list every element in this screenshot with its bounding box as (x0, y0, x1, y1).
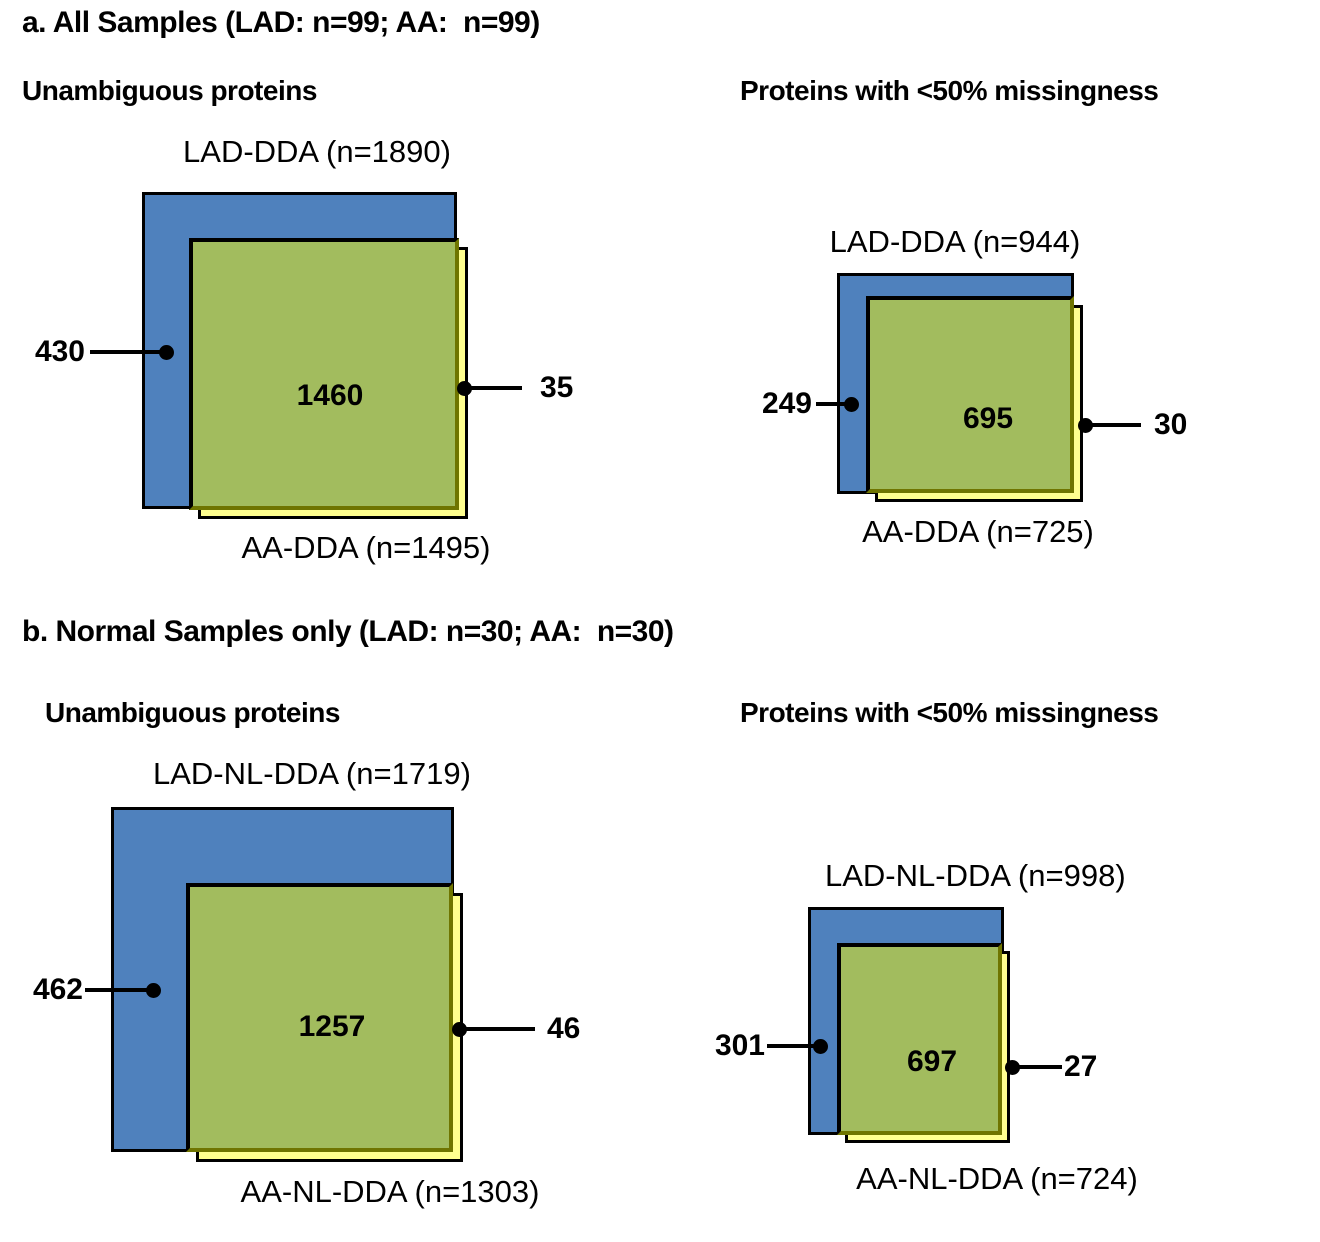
lad-set-label: LAD-NL-DDA (n=998) (825, 858, 1126, 893)
lad-set-label: LAD-DDA (n=1890) (183, 134, 451, 169)
overlap-rect (837, 943, 1002, 1135)
lad-only-count: 462 (32, 973, 83, 1006)
overlap-count: 695 (962, 402, 1014, 435)
callout-line (85, 988, 153, 992)
overlap-rect (866, 296, 1074, 493)
panel-b-title: b. Normal Samples only (LAD: n=30; AA: n… (22, 615, 674, 648)
callout-line (816, 402, 852, 406)
lad-only-count: 249 (761, 387, 812, 420)
aa-only-count: 46 (547, 1012, 581, 1045)
callout-dot (1005, 1060, 1020, 1075)
aa-only-count: 27 (1064, 1050, 1098, 1083)
lad-only-count: 301 (714, 1029, 765, 1062)
lad-set-label: LAD-NL-DDA (n=1719) (153, 756, 471, 791)
overlap-count: 697 (906, 1045, 958, 1078)
lad-only-count: 430 (34, 335, 85, 368)
callout-line (1012, 1065, 1062, 1069)
overlap-count: 1460 (296, 379, 364, 412)
callout-line (90, 350, 162, 354)
aa-only-count: 30 (1154, 408, 1188, 441)
overlap-rect (186, 883, 453, 1152)
aa-set-label: AA-DDA (n=725) (862, 514, 1094, 549)
subheading-a-unambiguous: Unambiguous proteins (22, 75, 317, 106)
callout-dot (813, 1039, 828, 1054)
subheading-b-missingness: Proteins with <50% missingness (740, 697, 1159, 728)
lad-set-label: LAD-DDA (n=944) (829, 224, 1081, 259)
callout-line (1085, 423, 1141, 427)
aa-only-count: 35 (540, 371, 574, 404)
aa-set-label: AA-NL-DDA (n=1303) (240, 1174, 540, 1209)
aa-set-label: AA-NL-DDA (n=724) (856, 1161, 1138, 1196)
callout-dot (159, 345, 174, 360)
callout-dot (844, 397, 859, 412)
panel-a-title: a. All Samples (LAD: n=99; AA: n=99) (22, 6, 540, 39)
callout-dot (452, 1022, 467, 1037)
subheading-a-missingness: Proteins with <50% missingness (740, 75, 1159, 106)
callout-dot (1078, 418, 1093, 433)
callout-line (767, 1044, 821, 1048)
overlap-count: 1257 (298, 1010, 366, 1043)
callout-line (459, 1027, 535, 1031)
subheading-b-unambiguous: Unambiguous proteins (45, 697, 340, 728)
aa-set-label: AA-DDA (n=1495) (241, 530, 491, 565)
callout-dot (146, 983, 161, 998)
overlap-rect (189, 238, 459, 510)
callout-line (464, 386, 522, 390)
callout-dot (457, 381, 472, 396)
